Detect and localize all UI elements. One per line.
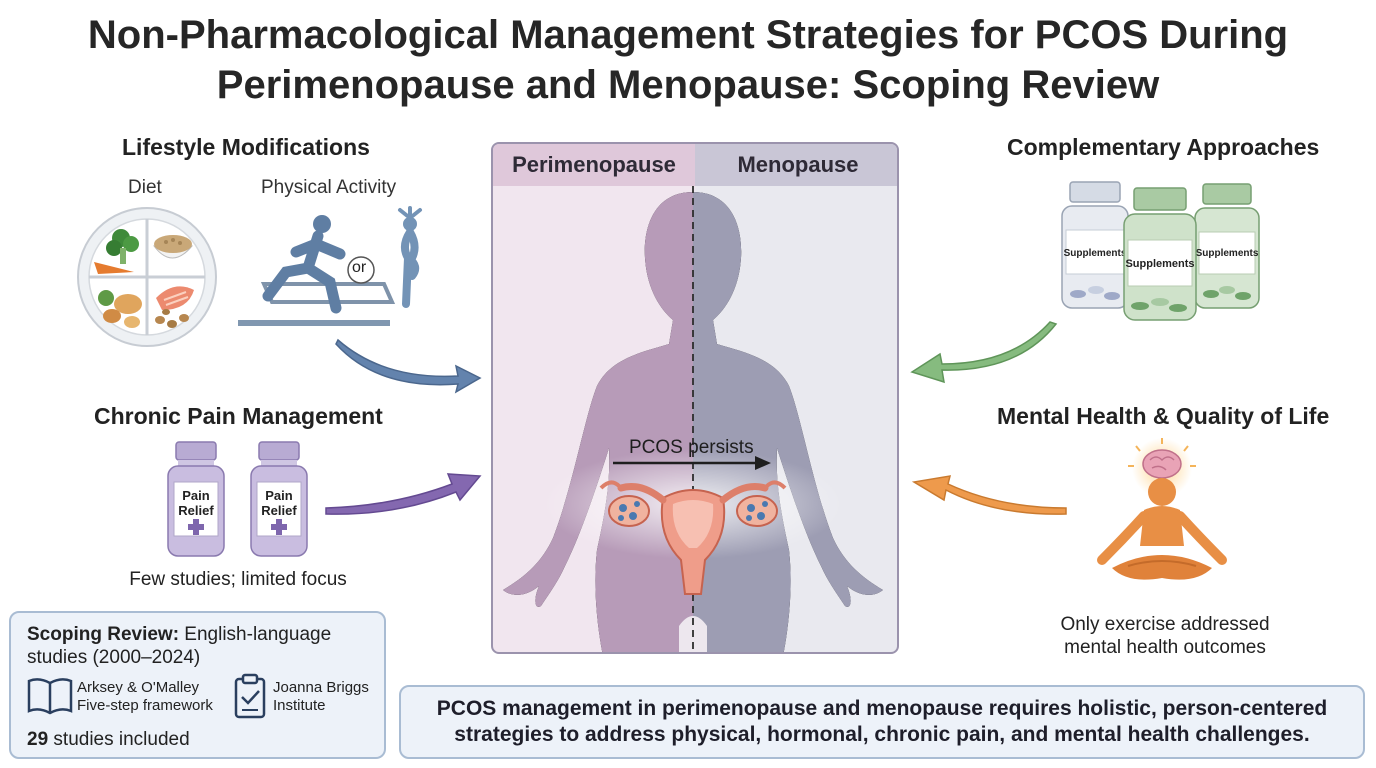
menopause-label: Menopause	[737, 152, 859, 177]
conclusion-box: PCOS management in perimenopause and men…	[399, 685, 1365, 759]
runner-icon	[238, 215, 396, 326]
conclusion-line-1: PCOS management in perimenopause and men…	[436, 697, 1328, 720]
uterus-ovaries-icon	[599, 480, 787, 595]
supplement-bottle-icon-2	[1123, 187, 1197, 321]
or-badge	[347, 256, 375, 284]
mental-note: Only exercise addressed mental health ou…	[1060, 614, 1270, 658]
supplement-bottle-3-label: Supplements	[1195, 248, 1259, 259]
scoping-review-box: Scoping Review: English-language studies…	[9, 611, 386, 759]
title-line-2: Perimenopause and Menopause: Scoping Rev…	[216, 63, 1160, 107]
pain-bottle-2-label: Pain Relief	[261, 488, 297, 518]
lifestyle-heading: Lifestyle Modifications	[122, 134, 370, 160]
supplement-bottle-1-label: Supplements	[1063, 248, 1127, 259]
supplement-bottle-icon-3	[1194, 183, 1260, 309]
mental-heading: Mental Health & Quality of Life	[997, 403, 1330, 429]
diet-plate-icon	[77, 207, 217, 347]
framework-label: Arksey & O'Malley Five-step framework	[77, 679, 213, 714]
open-book-icon	[27, 678, 73, 715]
review-title: Scoping Review: English-language studies…	[27, 624, 332, 668]
pain-note: Few studies; limited focus	[129, 569, 347, 590]
meditation-brain-icon	[1097, 438, 1227, 580]
complementary-arrow	[910, 321, 1058, 384]
female-silhouette-icon	[503, 186, 883, 652]
center-panel: Perimenopause Menopause	[491, 142, 899, 654]
perimenopause-label: Perimenopause	[512, 152, 676, 177]
clipboard-check-icon	[234, 673, 266, 719]
complementary-heading: Complementary Approaches	[1007, 134, 1320, 160]
page-title: Non-Pharmacological Management Strategie…	[0, 10, 1376, 110]
studies-count-label: 29 studies included	[27, 729, 190, 750]
yoga-tree-pose-icon	[398, 206, 422, 308]
pain-bottle-1-label: Pain Relief	[178, 488, 214, 518]
or-label: or	[352, 259, 367, 276]
supplement-bottle-2-label: Supplements	[1125, 258, 1195, 270]
lifestyle-arrow	[335, 338, 482, 394]
pain-heading: Chronic Pain Management	[94, 403, 383, 429]
institute-label: Joanna Briggs Institute	[273, 679, 369, 714]
diet-label: Diet	[128, 177, 162, 198]
pain-relief-bottle-icon-2	[250, 441, 308, 557]
pain-relief-bottle-icon-1	[167, 441, 225, 557]
title-line-1: Non-Pharmacological Management Strategie…	[87, 13, 1289, 57]
physical-activity-label: Physical Activity	[261, 177, 397, 198]
pain-arrow	[325, 473, 482, 515]
supplement-bottle-icon-1	[1061, 181, 1129, 309]
conclusion-line-2: strategies to address physical, hormonal…	[454, 723, 1310, 746]
mental-arrow	[911, 475, 1067, 515]
pcos-persists-label: PCOS persists	[629, 437, 754, 458]
